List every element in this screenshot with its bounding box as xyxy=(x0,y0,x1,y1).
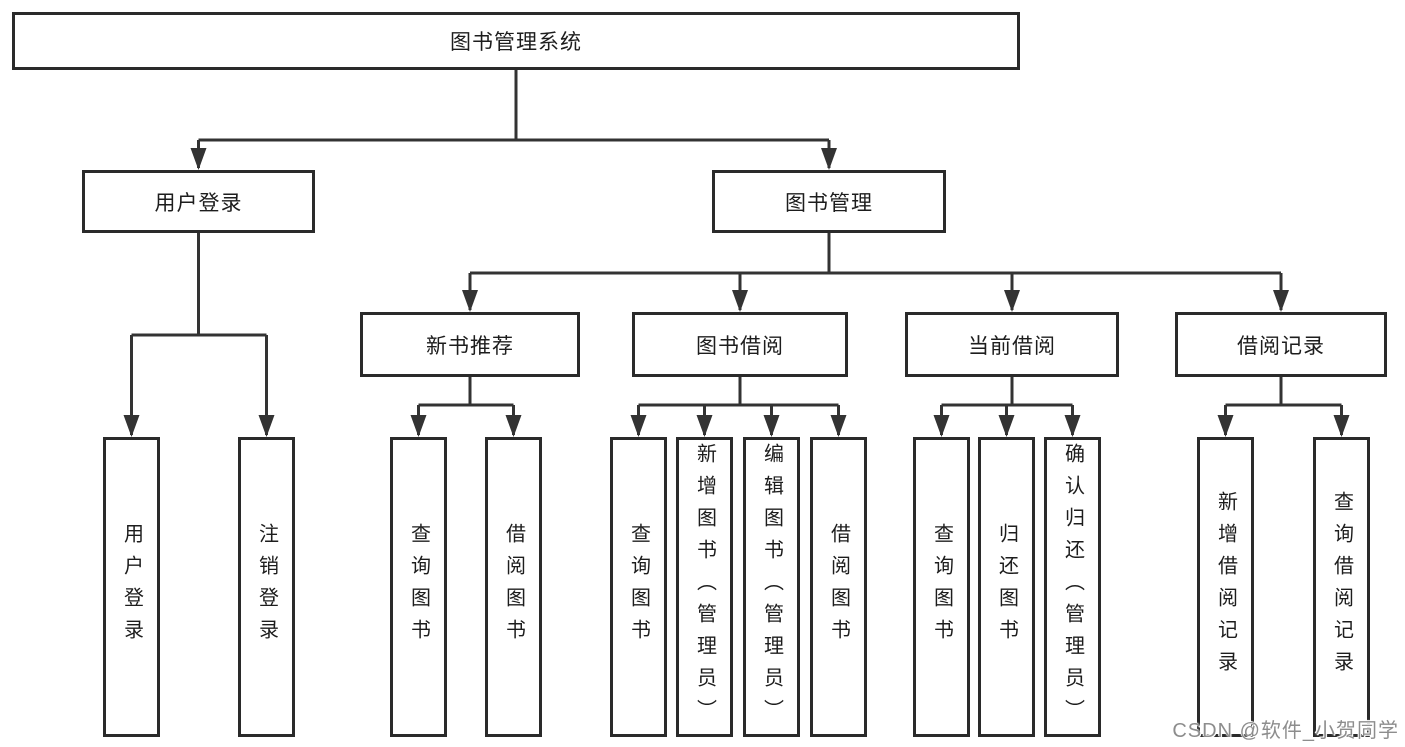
leaf-records-query-record-label: 查询借阅记录 xyxy=(1330,491,1353,683)
node-book-management-label: 图书管理 xyxy=(785,191,873,215)
leaf-records-add-record: 新增借阅记录 xyxy=(1197,437,1254,737)
leaf-current-return-book: 归还图书 xyxy=(978,437,1035,737)
leaf-records-query-record: 查询借阅记录 xyxy=(1313,437,1370,737)
leaf-logout: 注销登录 xyxy=(238,437,295,737)
arrowheads xyxy=(123,148,1350,437)
leaf-current-confirm-return: 确认归还（管理员） xyxy=(1044,437,1101,737)
node-root-label: 图书管理系统 xyxy=(450,31,582,54)
node-borrow-records-label: 借阅记录 xyxy=(1237,334,1325,358)
node-book-borrow-label: 图书借阅 xyxy=(696,334,784,358)
node-new-book-recommend: 新书推荐 xyxy=(360,312,580,377)
leaf-borrow-query-book: 查询图书 xyxy=(610,437,667,737)
leaf-records-add-record-label: 新增借阅记录 xyxy=(1214,491,1237,683)
leaf-borrow-borrow-book: 借阅图书 xyxy=(810,437,867,737)
leaf-current-confirm-return-label: 确认归还（管理员） xyxy=(1061,443,1084,731)
leaf-current-query-book: 查询图书 xyxy=(913,437,970,737)
leaf-recommend-borrow-book: 借阅图书 xyxy=(485,437,542,737)
node-root: 图书管理系统 xyxy=(12,12,1020,70)
leaf-login: 用户登录 xyxy=(103,437,160,737)
node-book-management: 图书管理 xyxy=(712,170,946,233)
node-user-login-label: 用户登录 xyxy=(154,191,243,215)
leaf-borrow-add-book: 新增图书（管理员） xyxy=(676,437,733,737)
leaf-borrow-add-book-label: 新增图书（管理员） xyxy=(693,443,716,731)
leaf-recommend-query-book: 查询图书 xyxy=(390,437,447,737)
node-current-borrow-label: 当前借阅 xyxy=(968,334,1056,358)
node-user-login: 用户登录 xyxy=(82,170,315,233)
node-current-borrow: 当前借阅 xyxy=(905,312,1119,377)
node-borrow-records: 借阅记录 xyxy=(1175,312,1387,377)
leaf-current-return-book-label: 归还图书 xyxy=(995,523,1018,651)
csdn-watermark: CSDN @软件_小贺同学 xyxy=(1172,720,1399,742)
node-new-book-recommend-label: 新书推荐 xyxy=(426,334,514,358)
leaf-login-label: 用户登录 xyxy=(120,523,143,651)
leaf-borrow-edit-book-label: 编辑图书（管理员） xyxy=(760,443,783,731)
leaf-current-query-book-label: 查询图书 xyxy=(930,523,953,651)
leaf-borrow-edit-book: 编辑图书（管理员） xyxy=(743,437,800,737)
leaf-borrow-query-book-label: 查询图书 xyxy=(627,523,650,651)
node-book-borrow: 图书借阅 xyxy=(632,312,848,377)
leaf-borrow-borrow-book-label: 借阅图书 xyxy=(827,523,850,651)
leaf-recommend-query-book-label: 查询图书 xyxy=(407,523,430,651)
leaf-logout-label: 注销登录 xyxy=(255,523,278,651)
leaf-recommend-borrow-book-label: 借阅图书 xyxy=(502,523,525,651)
